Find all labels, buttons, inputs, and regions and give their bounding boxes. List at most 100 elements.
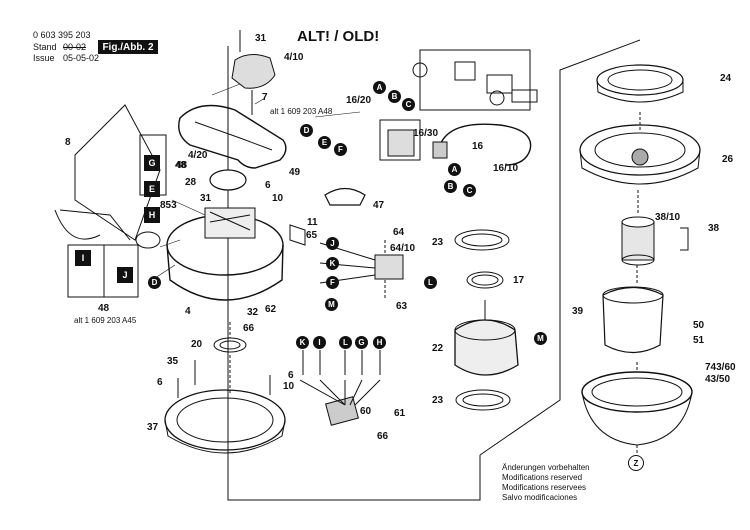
callout-c: C xyxy=(402,98,415,111)
square-callout-e: E xyxy=(144,181,160,197)
part-number: 60 xyxy=(360,406,372,417)
callout-f: F xyxy=(326,276,339,289)
callout-m: M xyxy=(534,332,547,345)
filter-cartridge xyxy=(621,221,655,261)
part-number: 35 xyxy=(167,356,179,367)
callout-a: A xyxy=(373,81,386,94)
part-number: 4/20 xyxy=(188,150,208,161)
figure-label: Fig./Abb. 2 xyxy=(98,40,158,54)
callout-m: M xyxy=(325,298,338,311)
callout-d: D xyxy=(300,124,313,137)
callout-c: C xyxy=(463,184,476,197)
callout-k: K xyxy=(326,257,339,270)
callout-b: B xyxy=(444,180,457,193)
callout-k: K xyxy=(296,336,309,349)
part-number: 16 xyxy=(472,141,484,152)
bottom-base xyxy=(164,389,286,451)
part-number: 743/60 xyxy=(705,362,736,373)
callout-l: L xyxy=(339,336,352,349)
part-number: 61 xyxy=(394,408,406,419)
part-number: 48 xyxy=(175,160,187,171)
callout-a: A xyxy=(448,163,461,176)
part-number: 6 xyxy=(157,377,163,388)
part-number: 37 xyxy=(147,422,159,433)
part-number: 66 xyxy=(243,323,255,334)
callout-d: D xyxy=(148,276,161,289)
part-number: 28 xyxy=(185,177,197,188)
callout-j: J xyxy=(326,237,339,250)
modification-notes: Änderungen vorbehalten Modifications res… xyxy=(502,463,590,503)
frame-line-left xyxy=(227,46,481,501)
square-callout-j: J xyxy=(117,267,133,283)
callout-i: I xyxy=(313,336,326,349)
part-number: 31 xyxy=(200,193,212,204)
part-number: 51 xyxy=(693,335,705,346)
frame-line-right xyxy=(479,39,641,456)
square-callout-h: H xyxy=(144,207,160,223)
part-number: 49 xyxy=(289,167,301,178)
seal-ring-20 xyxy=(213,337,247,353)
part-number: 4 xyxy=(185,306,191,317)
part-number: 47 xyxy=(373,200,385,211)
callout-f: F xyxy=(334,143,347,156)
part-number: 6 xyxy=(288,370,294,381)
part-number: 16/10 xyxy=(493,163,519,174)
part-number: 4/10 xyxy=(284,52,304,63)
callout-e: E xyxy=(318,136,331,149)
part-number: 7 xyxy=(262,92,268,103)
filter-disc xyxy=(209,169,247,191)
callout-l: L xyxy=(424,276,437,289)
part-number: 62 xyxy=(265,304,277,315)
power-cable xyxy=(439,123,532,166)
z-mark: Z xyxy=(628,455,644,471)
note-line: Salvo modificaciones xyxy=(502,493,578,502)
seal-ring-upper xyxy=(454,229,510,251)
part-number: 32 xyxy=(247,307,259,318)
version-title: ALT! / OLD! xyxy=(297,28,380,45)
part-number: 16/30 xyxy=(413,128,439,139)
part-number: 64/10 xyxy=(390,243,416,254)
part-number: 39 xyxy=(572,306,584,317)
part-number: 16/20 xyxy=(346,95,372,106)
part-number: 48 xyxy=(176,160,188,171)
part-number: 8 xyxy=(65,137,71,148)
issue-label: Issue xyxy=(33,53,55,63)
part-number: 6 xyxy=(265,180,271,191)
part-number: 26 xyxy=(722,154,734,165)
stand-label: Stand xyxy=(33,42,57,52)
part-number: 43/50 xyxy=(705,374,731,385)
stand-value: 00-02 xyxy=(63,42,87,52)
issue-value: 05-05-02 xyxy=(63,53,100,63)
part-number: 38/10 xyxy=(655,212,681,223)
clip-47 xyxy=(324,187,366,206)
doc-number: 0 603 395 203 xyxy=(33,30,91,40)
connector-64 xyxy=(374,254,404,280)
part-number: 10 xyxy=(272,193,284,204)
part-number: 63 xyxy=(396,301,408,312)
callout-h: H xyxy=(373,336,386,349)
part-number: 853 xyxy=(160,200,177,211)
motor xyxy=(454,319,519,376)
callout-b: B xyxy=(388,90,401,103)
part-number: 11 xyxy=(307,217,318,228)
part-number: 10 xyxy=(283,381,295,392)
part-number: 23 xyxy=(432,237,444,248)
bearing-ring xyxy=(466,271,504,289)
note-line: Änderungen vorbehalten xyxy=(502,463,590,472)
alt-note-a48: alt 1 609 203 A48 xyxy=(270,107,333,116)
part-number: 23 xyxy=(432,395,444,406)
top-cover xyxy=(178,104,287,169)
alt-note-a45: alt 1 609 203 A45 xyxy=(74,316,137,325)
square-callout-g: G xyxy=(144,155,160,171)
knob xyxy=(231,54,276,89)
part-number: 66 xyxy=(377,431,389,442)
part-number: 65 xyxy=(306,230,318,241)
part-number: 31 xyxy=(255,33,267,44)
seal-ring-lower xyxy=(455,389,511,411)
wiring-diagram xyxy=(419,49,531,111)
square-callout-i: I xyxy=(75,250,91,266)
part-number: 17 xyxy=(513,275,525,286)
note-line: Modifications reservees xyxy=(502,483,587,492)
